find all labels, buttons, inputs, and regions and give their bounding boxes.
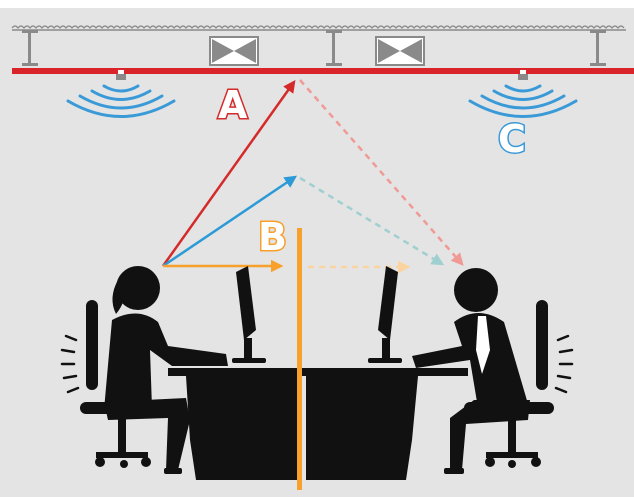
computer-monitor-icon [232, 266, 266, 363]
computer-monitor-icon [368, 266, 402, 363]
ceiling-vent-icon [375, 36, 425, 66]
acoustic-panel [297, 228, 302, 490]
man-at-desk-icon [412, 268, 530, 474]
label-a: A [218, 83, 248, 127]
ceiling-speaker-icon [116, 70, 126, 80]
sound-wave-icon [468, 84, 578, 118]
desk-icon [168, 368, 468, 480]
top-border [0, 0, 634, 8]
label-b: B [258, 215, 287, 259]
woman-at-desk-icon [104, 266, 228, 474]
path-c-direct-arrow [162, 175, 298, 268]
sound-wave-icon [66, 84, 176, 118]
label-c: C [498, 117, 526, 161]
path-a-direct-arrow [161, 79, 296, 267]
path-c-reflected-arrow [299, 176, 445, 266]
ceiling-speaker-icon [518, 70, 528, 80]
path-a-reflected-arrow [299, 79, 464, 266]
ceiling-vent-icon [209, 36, 259, 66]
ceiling-rail [12, 68, 634, 74]
ceiling-truss-icon [11, 25, 626, 66]
